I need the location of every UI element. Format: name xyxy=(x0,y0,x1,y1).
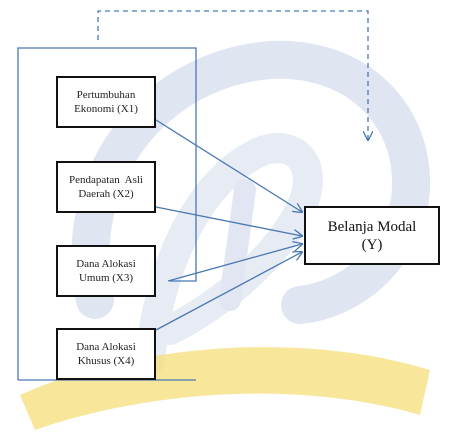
node-belanja-modal: Belanja Modal (Y) xyxy=(304,206,440,265)
node-label-line2: Umum (X3) xyxy=(78,272,134,284)
node-label: Belanja Modal (Y) xyxy=(328,218,417,254)
node-label-line2: (Y) xyxy=(361,236,383,253)
node-dana-alokasi-khusus: Dana Alokasi Khusus (X4) xyxy=(56,328,156,380)
node-label-line1: Belanja Modal xyxy=(327,218,417,235)
node-label-line1: Pertumbuhan xyxy=(76,89,136,101)
node-label: Pendapatan Asli Daerah (X2) xyxy=(69,173,143,201)
arrow-x4-to-y xyxy=(155,252,302,331)
node-pendapatan-asli-daerah: Pendapatan Asli Daerah (X2) xyxy=(56,161,156,213)
node-label: Dana Alokasi Umum (X3) xyxy=(76,257,136,285)
node-label-line2: Daerah (X2) xyxy=(78,188,134,200)
node-pertumbuhan-ekonomi: Pertumbuhan Ekonomi (X1) xyxy=(56,76,156,128)
node-label: Pertumbuhan Ekonomi (X1) xyxy=(74,88,138,116)
node-label: Dana Alokasi Khusus (X4) xyxy=(76,340,136,368)
arrow-x3-to-y xyxy=(167,244,302,282)
arrow-x1-to-y xyxy=(155,119,302,212)
grouping-frame xyxy=(17,47,197,380)
node-label-line2: Khusus (X4) xyxy=(77,355,135,367)
node-label-line1: Dana Alokasi xyxy=(76,258,136,270)
node-label-line2: Ekonomi (X1) xyxy=(74,103,138,115)
node-label-line1: Pendapatan Asli xyxy=(69,174,143,186)
dashed-feedback-line xyxy=(97,10,368,140)
node-dana-alokasi-umum: Dana Alokasi Umum (X3) xyxy=(56,245,156,297)
node-label-line1: Dana Alokasi xyxy=(76,341,136,353)
arrow-x2-to-y xyxy=(155,206,302,236)
